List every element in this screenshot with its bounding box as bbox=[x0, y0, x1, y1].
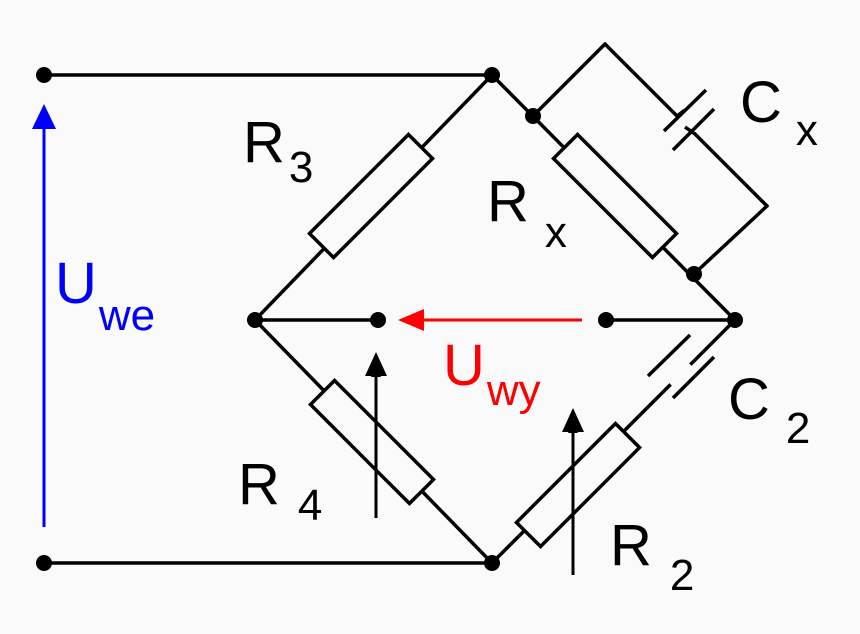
resistor-rx bbox=[551, 132, 679, 260]
output-voltage-arrowhead bbox=[398, 309, 424, 331]
label-r3: R3 bbox=[243, 110, 313, 192]
capacitors bbox=[646, 88, 716, 404]
capacitor-c2 bbox=[646, 333, 716, 400]
label-u-in: Uwe bbox=[55, 251, 155, 340]
node-input-top bbox=[36, 67, 52, 83]
node-cx-bottom bbox=[686, 266, 702, 282]
wire-cx-upper bbox=[531, 42, 607, 118]
wire-cx-upper-2 bbox=[603, 42, 679, 118]
node-bridge-top bbox=[484, 67, 500, 83]
node-output-right bbox=[598, 312, 614, 328]
resistors bbox=[307, 132, 679, 549]
capacitor-cx bbox=[662, 88, 716, 152]
node-cx-top bbox=[525, 108, 541, 124]
r4-arrowhead bbox=[365, 352, 387, 376]
adjust-arrows bbox=[371, 367, 578, 575]
label-u-out: Uwy bbox=[443, 333, 541, 415]
wire-cx-lower-2 bbox=[692, 204, 769, 276]
capacitor-c2-gap bbox=[652, 346, 710, 404]
node-bridge-bottom bbox=[484, 555, 500, 571]
node-output-left bbox=[370, 312, 386, 328]
node-bridge-right bbox=[727, 312, 743, 328]
resistor-r2 bbox=[514, 421, 642, 549]
node-bridge-left bbox=[247, 312, 263, 328]
nodes bbox=[36, 67, 743, 571]
resistor-r4 bbox=[308, 378, 436, 506]
r2-arrowhead bbox=[562, 408, 584, 432]
resistor-r3 bbox=[307, 132, 435, 260]
input-voltage-arrowhead bbox=[32, 104, 56, 129]
wire-cx-lower bbox=[693, 132, 769, 208]
node-input-bottom bbox=[36, 555, 52, 571]
